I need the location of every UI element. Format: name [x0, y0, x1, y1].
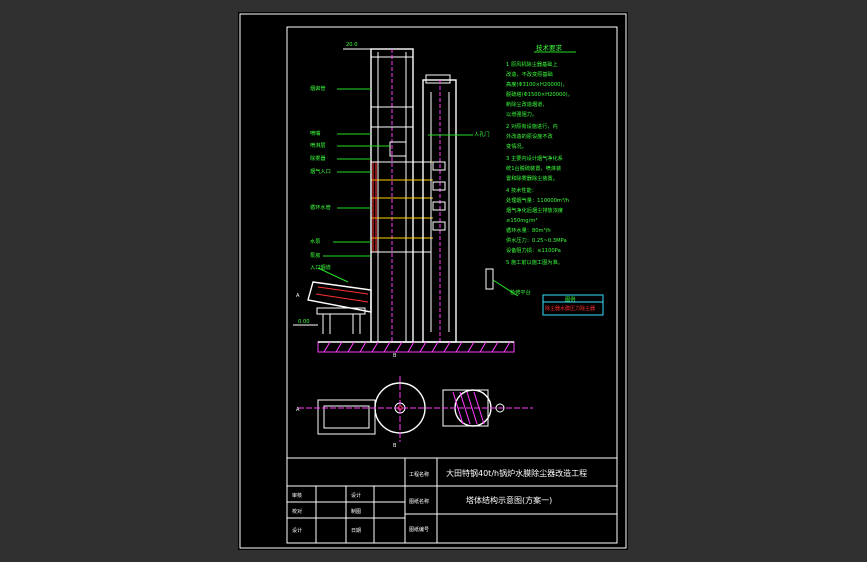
section-mark-a1: A	[296, 293, 300, 299]
plan-view: A B	[296, 376, 533, 449]
tech-notes: 技术要求 1 原风机除尘器基础上 改造，不改变原基础 高度(Φ3100×H200…	[506, 43, 576, 266]
elevation-labels: 20.0 烟囱管 喷嘴 喷淋层 除雾器 烟气入口 循环水管 水泵 泵房 入口烟道…	[296, 42, 531, 359]
label-inlet-duct: 入口烟道	[310, 263, 331, 271]
note-line: 以增强阻力。	[506, 110, 537, 118]
plan-duct	[317, 399, 376, 435]
tb-row-right: 设计	[351, 492, 361, 499]
note-line: 脱硫塔(Φ1500×H20000)，	[506, 90, 573, 98]
inlet-duct	[307, 281, 372, 313]
project-name: 大田特钢40t/h锅炉水膜除尘器改造工程	[446, 468, 587, 478]
label-nozzle: 喷嘴	[310, 129, 320, 137]
note-line: 供水压力：0.25~0.3MPa	[506, 236, 567, 244]
legend-box: 图例 除尘器水膜压力除尘器	[542, 294, 604, 316]
label-circ-pipe: 循环水管	[310, 203, 331, 211]
note-line: 新除尘改造烟道，	[506, 100, 548, 108]
project-label: 工程名称	[409, 471, 429, 478]
note-line: 处理烟气量：110000m³/h	[506, 196, 569, 204]
elevation-view	[293, 48, 519, 353]
note-line: 4 技术性能：	[506, 186, 537, 194]
label-inlet: 烟气入口	[310, 167, 331, 175]
note-line: 变情况。	[506, 142, 527, 150]
section-mark-a2: A	[296, 407, 300, 413]
label-side-door: 人孔门	[474, 130, 490, 138]
side-door	[485, 268, 494, 290]
tb-row-left: 校对	[292, 508, 302, 515]
tb-row-left: 审核	[292, 492, 302, 499]
note-line: 置和除雾器除尘装置。	[506, 174, 558, 182]
label-spray: 喷淋层	[310, 141, 326, 149]
section-mark-b2: B	[393, 443, 397, 449]
note-line: 设备阻力损：≤1100Pa	[506, 246, 561, 254]
note-line: 统1台脱硫装置，喷淋装	[506, 164, 561, 172]
note-line: 1 原风机除尘器基础上	[506, 60, 558, 68]
note-line: 循环水量：80m³/h	[506, 226, 551, 234]
title-block: 工程名称 大田特钢40t/h锅炉水膜除尘器改造工程 图纸名称 塔体结构示意图(方…	[286, 457, 618, 544]
note-line: 5 施工前以施工图为准。	[506, 258, 563, 266]
note-line: ≤150mg/m³	[506, 218, 537, 224]
note-line: 烟气净化后烟尘排放浓度	[506, 206, 563, 214]
tb-row-right: 日期	[351, 528, 361, 534]
tb-row-left: 设计	[292, 527, 302, 534]
tech-notes-heading: 技术要求	[536, 43, 563, 52]
elev-top: 20.0	[346, 42, 358, 48]
label-pump: 水泵	[310, 237, 320, 245]
legend-item: 除尘器水膜压力除尘器	[545, 305, 595, 312]
label-pumphouse: 泵房	[310, 251, 320, 259]
note-line: 外改造的原设施不改	[506, 132, 554, 140]
number-label: 图纸编号	[409, 526, 429, 533]
note-line: 2 对原有设施进行，内	[506, 122, 558, 130]
drawing-sheet: 20.0 烟囱管 喷嘴 喷淋层 除雾器 烟气入口 循环水管 水泵 泵房 入口烟道…	[238, 12, 628, 550]
tb-row-right: 制图	[351, 508, 361, 515]
spray-head	[389, 141, 407, 157]
note-line: 改造，不改变原基础	[506, 70, 553, 78]
outer-frame	[239, 13, 627, 549]
section-mark-b1: B	[393, 353, 397, 359]
drawing-name: 塔体结构示意图(方案一)	[466, 495, 552, 505]
note-line: 3 主要内设计烟气净化系	[506, 154, 563, 162]
label-demister: 除雾器	[310, 154, 326, 162]
legend-title: 图例	[565, 295, 575, 303]
side-cap	[425, 74, 451, 84]
elev-ground: 0.00	[298, 319, 310, 325]
drawing-label: 图纸名称	[409, 498, 429, 505]
note-line: 高度(Φ3100×H20000)，	[506, 80, 568, 88]
label-chimney: 烟囱管	[310, 84, 326, 92]
label-platform: 检修平台	[510, 288, 531, 296]
cad-drawing: 20.0 烟囱管 喷嘴 喷淋层 除雾器 烟气入口 循环水管 水泵 泵房 入口烟道…	[239, 13, 627, 549]
